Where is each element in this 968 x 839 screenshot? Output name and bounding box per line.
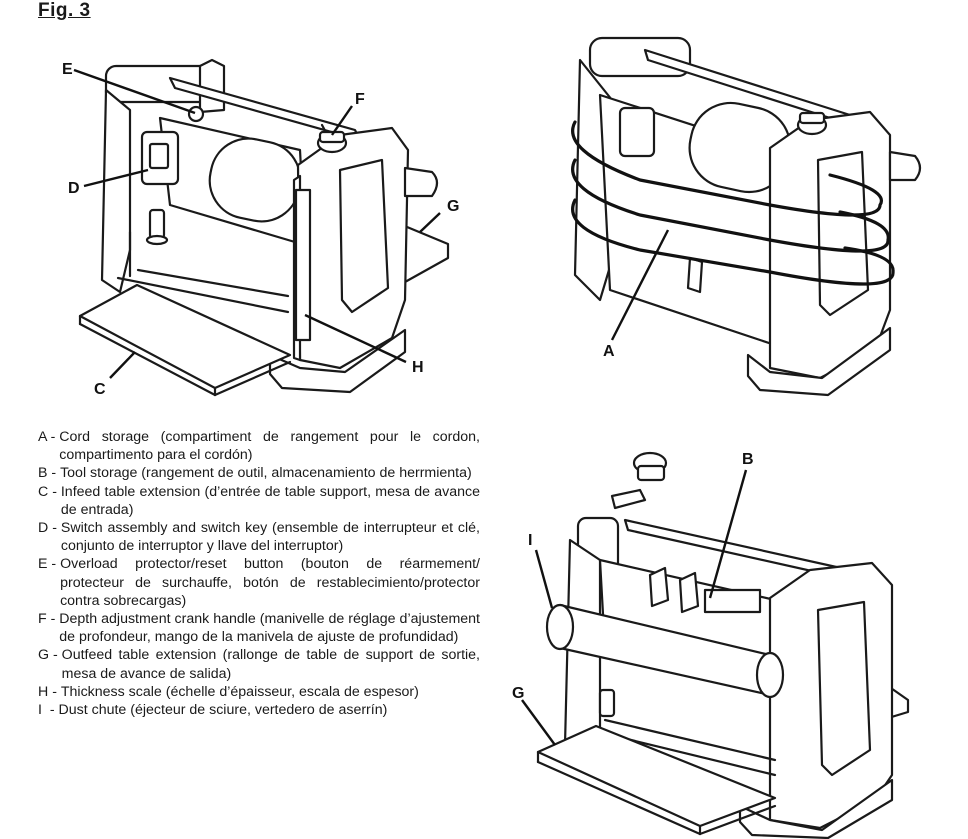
reset-button [187, 105, 205, 123]
legend-text: Outfeed table extension (rallonge de tab… [61, 647, 480, 682]
legend-item-d: D - Switch assembly and switch key (ense… [38, 519, 480, 555]
thickness-scale [294, 188, 312, 342]
callout-d: D [68, 180, 80, 197]
legend-text: Cord storage (compartiment de rangement … [59, 429, 480, 464]
legend-key: D - [38, 520, 61, 537]
legend-text: Thickness scale (échelle d’épaisseur, es… [60, 683, 419, 700]
callout-e: E [62, 61, 73, 78]
legend-key: E - [38, 556, 61, 573]
legend-key: H - [38, 683, 61, 700]
planer-front-view [78, 58, 450, 397]
legend-item-f: F - Depth adjustment crank handle (maniv… [38, 610, 480, 646]
callout-g-bottom: G [512, 685, 524, 702]
legend-item-b: B - Tool storage (rangement de outil, al… [38, 464, 480, 482]
legend-item-h: H - Thickness scale (échelle d’épaisseur… [38, 683, 480, 701]
legend-key: G - [38, 647, 62, 664]
legend-text: Switch assembly and switch key (ensemble… [60, 520, 480, 555]
legend-text: Dust chute (éjecteur de sciure, verteder… [58, 702, 388, 719]
dust-chute [545, 603, 785, 699]
cord-wraps [571, 120, 895, 286]
planer-back-view-cord-storage [573, 36, 922, 397]
legend-item-a: A - Cord storage (compartiment de rangem… [38, 428, 480, 464]
callout-i: I [528, 532, 532, 549]
callout-h: H [412, 359, 424, 376]
callout-f: F [355, 91, 365, 108]
legend-key: C - [38, 483, 61, 500]
callout-b: B [742, 451, 754, 468]
legend-text: Tool storage (rangement de outil, almace… [60, 465, 472, 482]
legend-key: F - [38, 611, 60, 628]
infeed-table-extension [78, 283, 292, 390]
callout-c: C [94, 381, 106, 398]
planer-tool-storage-dust-chute [536, 451, 910, 839]
legend-key: B - [38, 465, 61, 482]
legend-text: Infeed table extension (d’entrée de tabl… [60, 483, 480, 518]
legend-item-e: E - Overload protector/reset button (bou… [38, 555, 480, 610]
figure-title: Fig. 3 [38, 0, 91, 21]
callout-a: A [603, 343, 615, 360]
legend-key: I - [38, 702, 59, 719]
legend-item-g: G - Outfeed table extension (rallonge de… [38, 646, 480, 682]
legend-text: Overload protector/reset button (bouton … [60, 556, 480, 609]
callout-g: G [447, 198, 459, 215]
legend-key: A - [38, 429, 60, 445]
leader-lines [73, 68, 748, 746]
legend-text: Depth adjustment crank handle (manivelle… [59, 611, 480, 646]
legend-item-i: I - Dust chute (éjecteur de sciure, vert… [38, 701, 480, 719]
legend-item-c: C - Infeed table extension (d’entrée de … [38, 483, 480, 519]
parts-legend: A - Cord storage (compartiment de rangem… [38, 428, 480, 719]
